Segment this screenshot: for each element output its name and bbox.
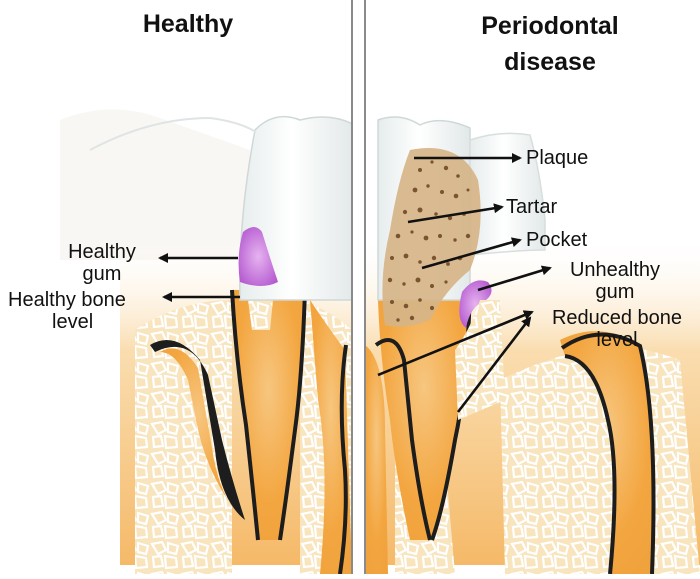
annotation-arrows	[158, 153, 552, 413]
healthy-side	[60, 109, 352, 574]
label-plaque: Plaque	[526, 147, 589, 169]
healthy-tooth-root	[232, 290, 305, 540]
heading-periodontal-disease: Periodontal disease	[455, 8, 645, 81]
label-healthy-bone-line1: Healthy bone	[8, 289, 126, 311]
arrow-unhealthy-gum	[477, 265, 552, 292]
label-healthy-gum: Healthy gum	[62, 241, 142, 286]
label-tartar: Tartar	[506, 196, 558, 218]
heading-healthy: Healthy	[142, 10, 234, 38]
healthy-gum	[238, 227, 278, 286]
heading-line-1: Periodontal	[481, 12, 619, 40]
label-pocket: Pocket	[526, 229, 588, 251]
unhealthy-gum	[459, 280, 492, 328]
label-unhealthy-gum-line2: gum	[595, 281, 635, 304]
disease-side	[365, 116, 700, 574]
heading-line-2: disease	[504, 48, 596, 77]
label-reduced-bone: Reduced bone level	[543, 307, 691, 352]
label-unhealthy-gum-line1: Unhealthy	[569, 259, 661, 281]
label-healthy-bone: Healthy bone level	[8, 289, 126, 334]
arrow-pocket	[421, 237, 522, 270]
label-unhealthy-gum: Unhealthy gum	[560, 259, 670, 304]
arrow-reduced-bone-2	[456, 316, 532, 413]
label-reduced-bone-line2: level	[596, 329, 638, 352]
panel-divider	[352, 0, 365, 574]
arrow-reduced-bone-1	[377, 310, 534, 377]
label-reduced-bone-line1: Reduced bone	[551, 307, 683, 329]
arrow-tartar	[407, 203, 504, 224]
label-healthy-bone-line2: level	[52, 311, 94, 334]
label-healthy-gum-line2: gum	[82, 263, 122, 286]
label-healthy-gum-line1: Healthy	[68, 241, 136, 263]
tartar-deposit	[382, 148, 481, 327]
